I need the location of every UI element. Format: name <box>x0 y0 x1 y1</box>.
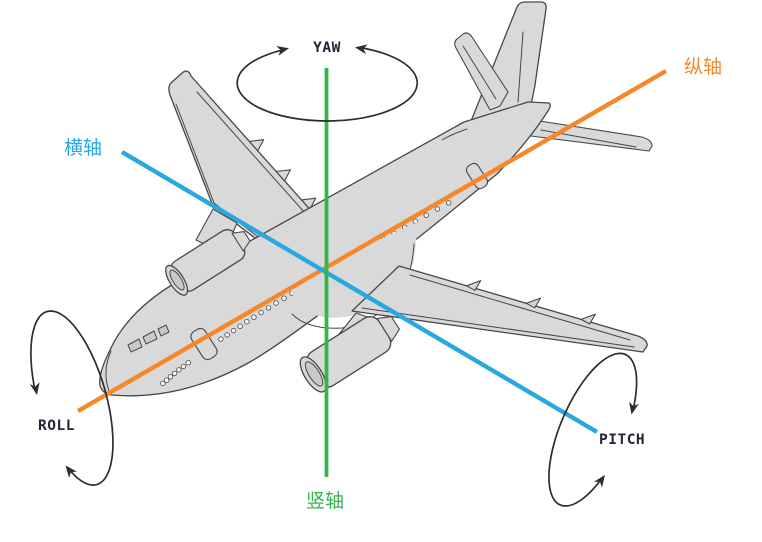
yaw-arrowhead-right <box>355 44 368 55</box>
pitch-arrowhead-top <box>629 401 639 415</box>
right-horizontal-stabilizer <box>526 118 653 152</box>
lateral-axis-line <box>120 150 599 434</box>
yaw-arrowhead-left <box>276 46 289 56</box>
pitch-label: PITCH <box>599 432 645 448</box>
passenger-window <box>176 367 182 373</box>
roll-arrowhead-bottom <box>65 465 77 478</box>
cockpit-windows <box>127 324 170 353</box>
passenger-window <box>281 295 287 301</box>
lateral-axis-label-zh: 横轴 <box>64 137 102 159</box>
passenger-window <box>224 332 230 338</box>
passenger-window <box>230 327 237 334</box>
roll-arrowhead-top <box>29 382 40 395</box>
longitudinal-axis-line <box>76 69 668 413</box>
left-engine <box>165 208 251 296</box>
passenger-window <box>171 370 178 377</box>
passenger-window <box>434 206 441 212</box>
passenger-window <box>446 200 452 206</box>
vertical-axis-label-zh: 竖轴 <box>306 490 344 512</box>
rear-door <box>465 162 489 190</box>
passenger-window <box>218 336 224 342</box>
passenger-window <box>185 360 191 366</box>
passenger-window <box>237 323 243 329</box>
passenger-window <box>163 377 170 383</box>
passenger-window <box>160 380 166 387</box>
yaw-label: YAW <box>313 40 341 56</box>
aircraft-illustration <box>99 1 653 397</box>
longitudinal-axis-label-zh: 纵轴 <box>684 56 722 78</box>
passenger-window <box>423 212 429 218</box>
passenger-window <box>265 305 272 311</box>
passenger-window <box>251 314 257 320</box>
axes <box>76 68 668 477</box>
left-horizontal-stabilizer <box>454 32 509 111</box>
roll-rotation-arrow <box>29 310 114 486</box>
roll-label: ROLL <box>38 418 75 434</box>
passenger-window <box>258 309 264 316</box>
passenger-window <box>167 374 174 380</box>
pitch-rotation-arrow <box>548 352 639 507</box>
right-wing <box>351 265 648 353</box>
yaw-rotation-arrow <box>236 44 419 122</box>
passenger-window <box>244 319 250 325</box>
front-door <box>190 327 218 361</box>
passenger-window <box>180 363 187 370</box>
pitch-arrowhead-bottom <box>593 475 605 488</box>
passenger-window <box>273 300 279 306</box>
